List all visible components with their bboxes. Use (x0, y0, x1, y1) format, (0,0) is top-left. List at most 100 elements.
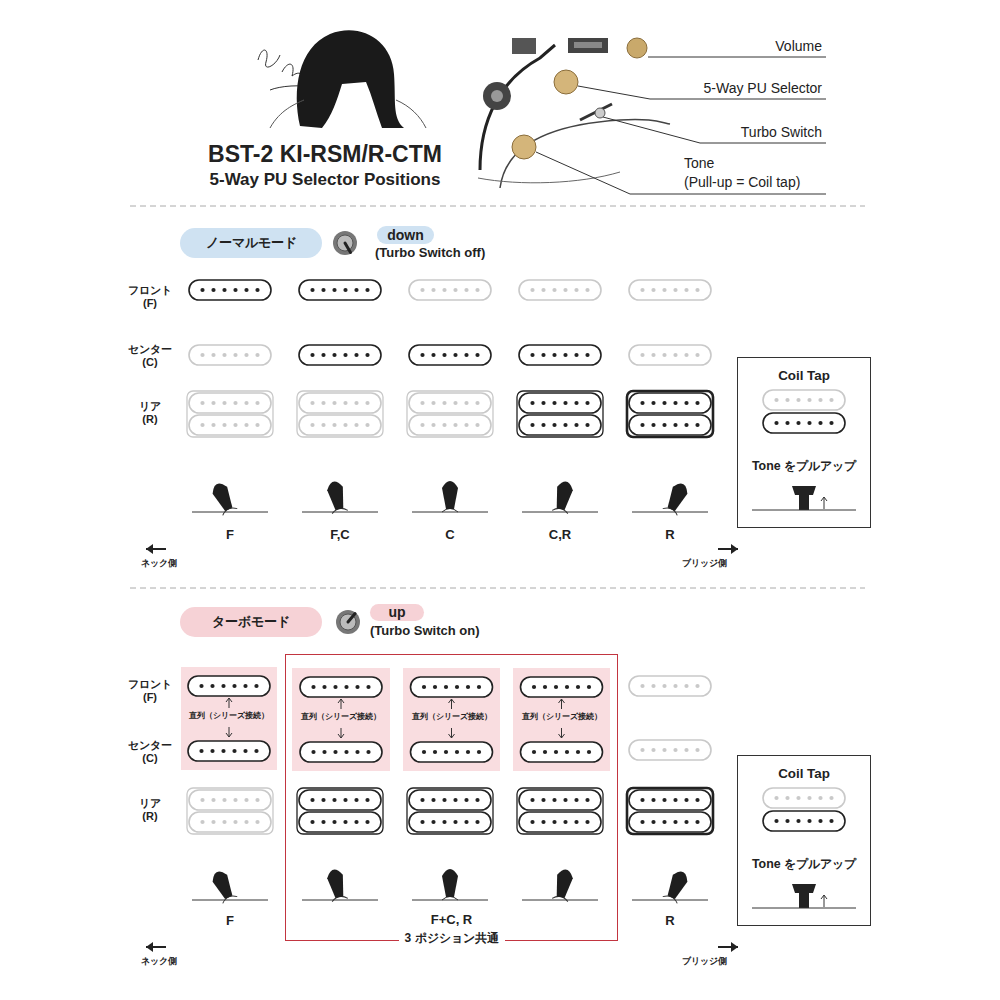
single-coil-pickup (629, 812, 711, 832)
humbucker-frame (407, 788, 493, 834)
position-label: R (640, 914, 700, 929)
arrow-head (731, 942, 738, 952)
switch-base (302, 512, 378, 513)
single-coil-pickup (411, 677, 493, 697)
switch-body (568, 38, 608, 53)
single-coil-pickup (299, 393, 381, 413)
arrow-head (338, 734, 344, 738)
node-heading: F+C, R (286, 913, 617, 928)
switch-lever (326, 868, 348, 902)
humbucker-frame (187, 788, 273, 834)
position-label: C,R (530, 528, 590, 543)
single-coil-pickup (299, 345, 381, 365)
node-heading: Coil Tap (738, 368, 870, 383)
arrow-head (821, 497, 827, 501)
switch-state-note: (Turbo Switch on) (370, 624, 480, 639)
single-coil-pickup (299, 280, 381, 300)
direction-label: ブリッジ側 (682, 956, 727, 966)
switch-state-pill: down (377, 226, 434, 244)
switch-lever (663, 869, 691, 904)
callout: (Pull-up = Coil tap) (684, 174, 800, 190)
single-coil-pickup (189, 345, 271, 365)
position-label: F,C (310, 528, 370, 543)
arrow-head (226, 698, 232, 702)
row-label: フロント (F) (125, 678, 175, 703)
switch-lever (663, 481, 691, 516)
arrow-head (449, 699, 455, 703)
node-heading: ノーマルモード (206, 236, 297, 251)
single-coil-pickup (409, 345, 491, 365)
single-coil-pickup (763, 811, 845, 831)
position-label: R (640, 528, 700, 543)
single-coil-pickup (188, 741, 270, 761)
single-coil-pickup (629, 740, 711, 760)
direction-label: ネック側 (141, 558, 177, 568)
switch-lever (552, 868, 574, 902)
title: BST-2 KI-RSM/R-CTM (160, 141, 490, 167)
switch-lever (210, 869, 238, 904)
section-separator (130, 588, 865, 589)
node-heading: up (388, 604, 405, 620)
single-coil-pickup (519, 790, 601, 810)
single-coil-pickup (189, 790, 271, 810)
arrow-head (821, 895, 827, 899)
series-arrow (824, 895, 825, 907)
single-coil-pickup (189, 280, 271, 300)
leader-line (536, 152, 826, 194)
single-coil-pickup (629, 790, 711, 810)
turbo-knob-icon (336, 610, 360, 634)
mode-pill: ターボモード (180, 607, 322, 637)
series-arrow (229, 698, 230, 708)
switch-body-inner (574, 42, 602, 48)
guitar-control-illustration (478, 38, 826, 194)
header-art (258, 30, 426, 128)
arrow-head (146, 942, 153, 952)
pickguard-edge (478, 172, 620, 183)
series-arrow (451, 728, 452, 738)
pickguard-edge (500, 119, 670, 188)
single-coil-pickup (189, 415, 271, 435)
series-arrow (229, 727, 230, 737)
position-label: F (200, 528, 260, 543)
humbucker-frame (297, 788, 383, 834)
direction-label: ブリッジ側 (682, 558, 727, 568)
node-heading: 直列（シリーズ接続） (181, 711, 277, 720)
node-heading: ターボモード (212, 615, 290, 630)
section-separator (130, 206, 865, 207)
row-label: センター (C) (125, 343, 175, 368)
series-box: 直列（シリーズ接続） (181, 667, 277, 770)
node-text: Tone をプルアップ (738, 857, 870, 871)
single-coil-pickup (411, 742, 493, 762)
output-jack (483, 82, 511, 110)
direction-label: ネック側 (141, 956, 177, 966)
humbucker-frame (517, 391, 603, 437)
guitar-body-edge (480, 45, 555, 170)
single-coil-pickup (521, 677, 603, 697)
position-label: F (200, 914, 260, 929)
shoulder-line (270, 100, 426, 128)
node-heading: 直列（シリーズ接続） (292, 712, 390, 721)
switch-base (412, 900, 488, 901)
leader-line (603, 117, 826, 143)
switch-lever (552, 480, 574, 514)
selector-knob (554, 70, 578, 94)
arrow-head (449, 734, 455, 738)
switch-lever (442, 869, 458, 900)
single-coil-pickup (299, 790, 381, 810)
coil-tap-box: Coil TapTone をプルアップ (737, 755, 871, 926)
switch-base (522, 512, 598, 513)
series-arrow (561, 728, 562, 738)
switch-lever (326, 480, 348, 514)
single-coil-pickup (299, 812, 381, 832)
humbucker-frame (407, 391, 493, 437)
node-heading: down (387, 227, 424, 243)
row-label: リア (R) (135, 400, 165, 425)
callout: Turbo Switch (741, 124, 822, 140)
arrow-head (338, 699, 344, 703)
single-coil-pickup (189, 812, 271, 832)
single-coil-pickup (629, 676, 711, 696)
output-jack-hole (491, 90, 503, 102)
switch-base (412, 512, 488, 513)
callout: Volume (775, 38, 822, 54)
